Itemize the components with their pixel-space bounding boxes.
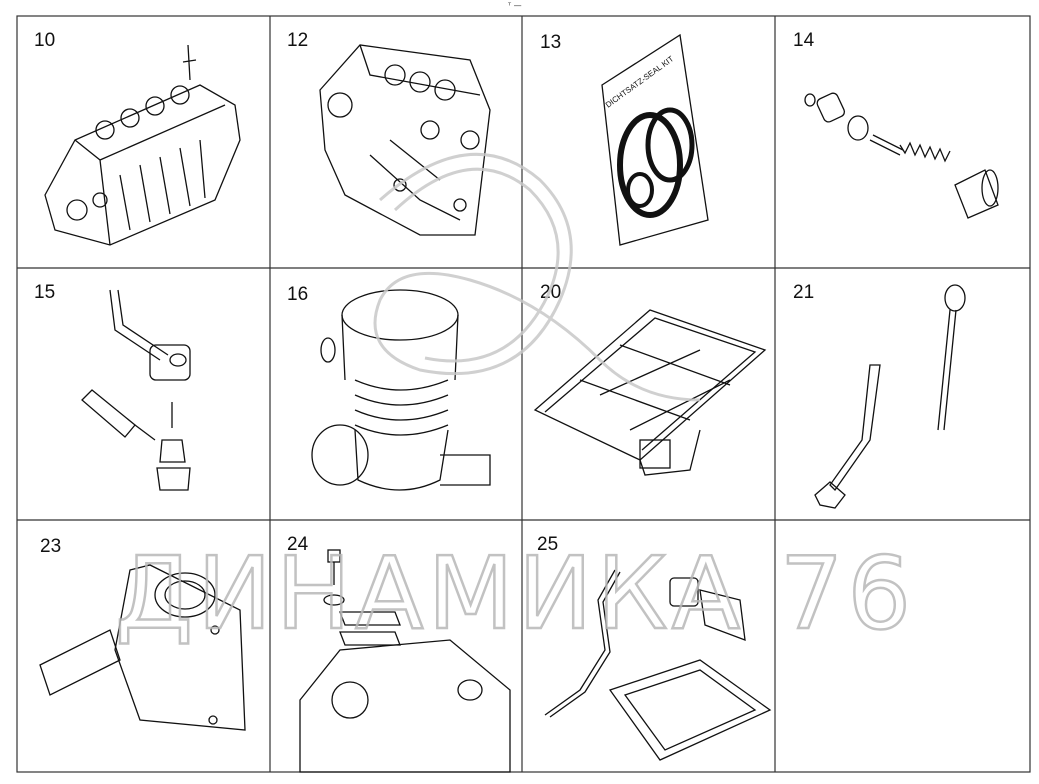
cell-label-15: 15 [34,282,55,303]
cell-label-13: 13 [540,32,561,53]
cell-label-10: 10 [34,30,55,51]
cover-with-bolt-drawing [299,549,511,773]
oil-line-assembly-drawing [544,569,772,761]
cell-label-16: 16 [287,284,308,305]
cell-label-21: 21 [793,282,814,303]
seal-kit-label: DICHTSATZ-SEAL KIT [604,54,676,109]
header-mark: ᵀ — [508,1,522,10]
oil-pan-frame-drawing [533,309,767,476]
water-connector-drawing [39,564,246,731]
cell-label-12: 12 [287,30,308,51]
valve-spring-set-drawing [804,92,999,219]
cell-label-14: 14 [793,30,815,51]
cell-labels: 10 12 13 14 15 16 20 21 23 24 25 [34,30,815,557]
cell-label-24: 24 [287,534,309,555]
engine-block-long-drawing [44,44,241,246]
cell-label-23: 23 [40,536,61,557]
oil-filter-housing-drawing [311,289,491,491]
cell-label-25: 25 [537,534,558,555]
engine-block-front-drawing [319,44,491,236]
oil-pipe-banjo-drawing [81,289,191,491]
dipstick-tube-drawing [814,284,966,509]
cell-label-20: 20 [540,282,561,303]
